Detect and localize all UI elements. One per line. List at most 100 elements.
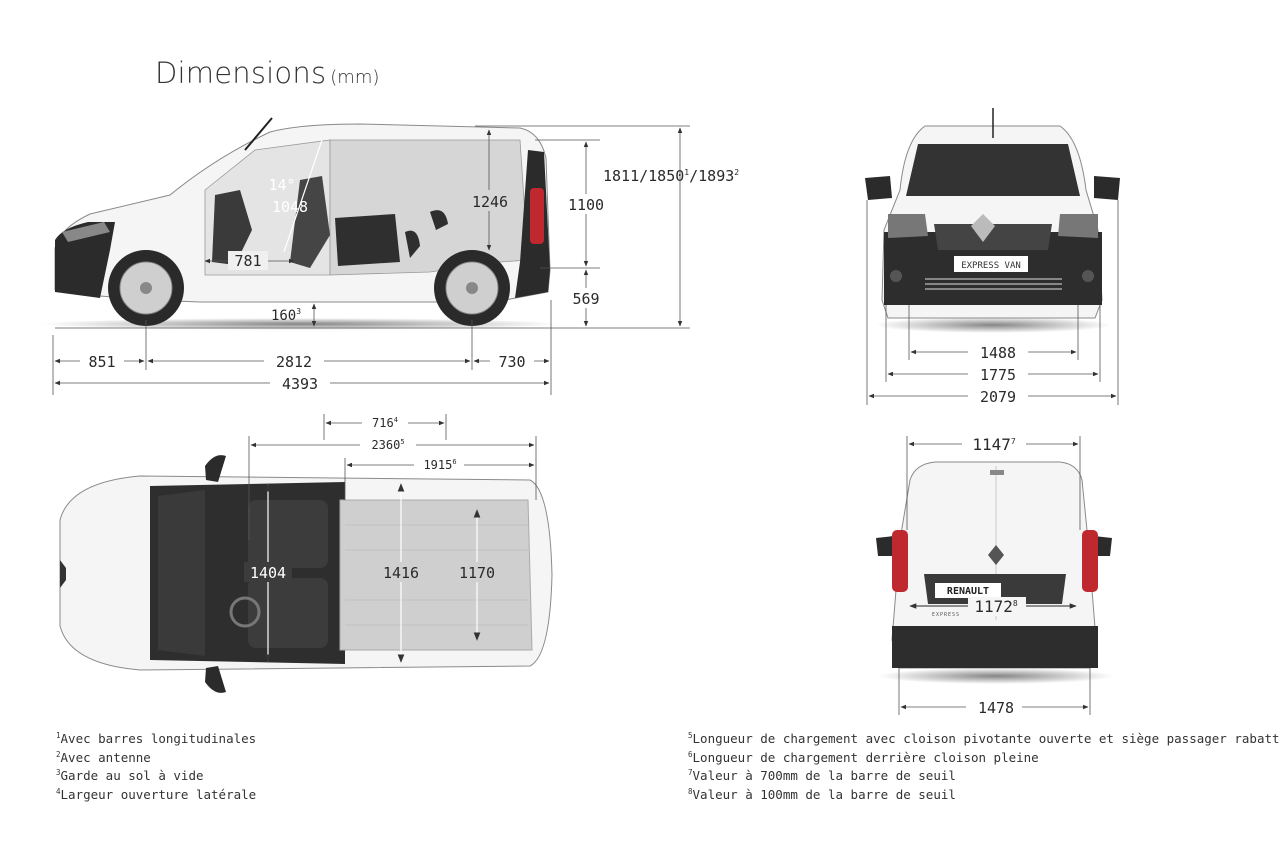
cargo-height-label: 1100 (568, 196, 604, 214)
top-left-mirror (205, 455, 226, 482)
footnote-item: 7Valeur à 700mm de la barre de seuil (688, 765, 1280, 784)
front-label-bg (968, 343, 1028, 405)
left-mirror (865, 176, 892, 200)
footnote-number: 3 (56, 768, 61, 777)
rear-left-light (892, 530, 908, 592)
side-shadow (40, 318, 560, 330)
left-fog-light (890, 270, 902, 282)
footnote-number: 1 (56, 731, 61, 740)
overall-height-label: 1811/18501/18932 (603, 167, 739, 185)
interior-label-bg (244, 562, 292, 582)
upper-grille (934, 224, 1052, 250)
top-right-mirror (205, 666, 226, 693)
cargo-floor-lines (345, 524, 528, 626)
right-mirror (1094, 176, 1120, 200)
opening-width-label: 1048 (272, 198, 308, 216)
rear-shadow (878, 668, 1114, 684)
renault-logo-rear (988, 545, 1004, 565)
page-title: Dimensions(mm) (155, 56, 379, 90)
interior-width-front-label: 1404 (250, 564, 286, 582)
footnote-number: 2 (56, 749, 61, 759)
rear-right-light (1082, 530, 1098, 592)
cargo-label-bg-2 (452, 562, 502, 582)
footnote-text: Garde au sol à vide (60, 768, 204, 783)
rear-plate-text: RENAULT (947, 586, 989, 597)
title-main: Dimensions (155, 56, 327, 90)
dashboard (158, 490, 205, 656)
tail-light-side (530, 188, 544, 244)
footnote-text: Avec barres longitudinales (60, 731, 257, 746)
third-brake-light (990, 470, 1004, 475)
cargo-label-bg-1 (376, 562, 426, 582)
rear-wheel (434, 250, 510, 326)
top-view: 7164 23605 19156 1404 1416 1170 (59, 414, 553, 693)
footnote-item: 3Garde au sol à vide (56, 765, 256, 784)
wheelbase-label: 2812 (276, 353, 312, 371)
footnote-number: 8 (688, 786, 693, 796)
side-view: 851 2812 730 4393 1100 569 1246 781 14° … (40, 117, 739, 395)
sill-height-label: 569 (572, 290, 599, 308)
door-label-bg (466, 190, 514, 211)
footnote-item: 1Avec barres longitudinales (56, 728, 256, 747)
badge-text: EXPRESS VAN (961, 261, 1021, 271)
front-track-label: 1488 (980, 344, 1016, 362)
overall-length-label: 4393 (282, 375, 318, 393)
left-headlight (888, 214, 928, 238)
interior-width-max-label: 1416 (383, 564, 419, 582)
front-view: EXPRESS VAN 1488 1775 2079 (865, 108, 1120, 406)
rear-track-label: 1478 (978, 699, 1014, 717)
footnote-text: Longueur de chargement derrière cloison … (692, 749, 1039, 765)
width-mirrors-label: 2079 (980, 388, 1016, 406)
antenna (244, 117, 273, 151)
load-length-bulkhead-label: 19156 (423, 458, 456, 472)
load-length-partition-label: 23605 (371, 438, 404, 452)
rear-overhang-label: 730 (498, 353, 525, 371)
footnote-number: 4 (56, 786, 61, 796)
footnote-number: 6 (688, 749, 693, 759)
footnote-item: 4Largeur ouverture latérale (56, 784, 256, 803)
steering-wheel (229, 596, 261, 628)
door-height-label: 1246 (472, 193, 508, 211)
side-door-width-label: 7164 (372, 416, 398, 430)
rear-left-mirror (876, 536, 894, 556)
footnote-text: Valeur à 100mm de la barre de seuil (692, 786, 956, 802)
top-label-bg (360, 414, 464, 473)
footnote-item: 2Avec antenne (56, 747, 256, 766)
headlight-side (62, 222, 110, 242)
front-overhang-label: 851 (88, 353, 115, 371)
right-fog-light (1082, 270, 1094, 282)
seat-top-1 (248, 500, 328, 568)
front-shadow (875, 317, 1111, 333)
opening-bottom-label: 11728 (974, 597, 1018, 616)
opening-top-label: 11477 (972, 435, 1016, 454)
footnote-item: 8Valeur à 100mm de la barre de seuil (688, 784, 1280, 803)
rear-view: RENAULT EXPRESS 11477 11728 1478 (876, 434, 1114, 717)
driver-seat (212, 190, 252, 265)
passenger-seat (290, 176, 330, 268)
right-headlight (1058, 214, 1098, 238)
side-label-bg (80, 194, 612, 392)
top-logo (60, 560, 66, 588)
rear-model-text: EXPRESS (932, 612, 960, 618)
rear-bumper-view (892, 626, 1098, 668)
rear-right-mirror (1094, 536, 1112, 556)
seat-dim-label: 781 (234, 252, 261, 270)
badge-plate (954, 256, 1028, 272)
ground-clearance-label: 1603 (271, 307, 301, 324)
angle-line (283, 139, 323, 253)
cargo-floor-block (335, 214, 400, 266)
windscreen (906, 144, 1080, 196)
wheel-arch-inside (405, 230, 420, 258)
footnote-text: Largeur ouverture latérale (60, 786, 257, 802)
front-wheel (108, 250, 184, 326)
footnote-number: 5 (688, 731, 693, 740)
footnote-number: 7 (688, 768, 693, 777)
footnote-text: Valeur à 700mm de la barre de seuil (692, 768, 956, 783)
angle-label: 14° (268, 176, 295, 194)
footnote-text: Longueur de chargement avec cloison pivo… (692, 731, 1280, 746)
title-unit: (mm) (330, 67, 380, 88)
cargo-floor (339, 499, 533, 651)
